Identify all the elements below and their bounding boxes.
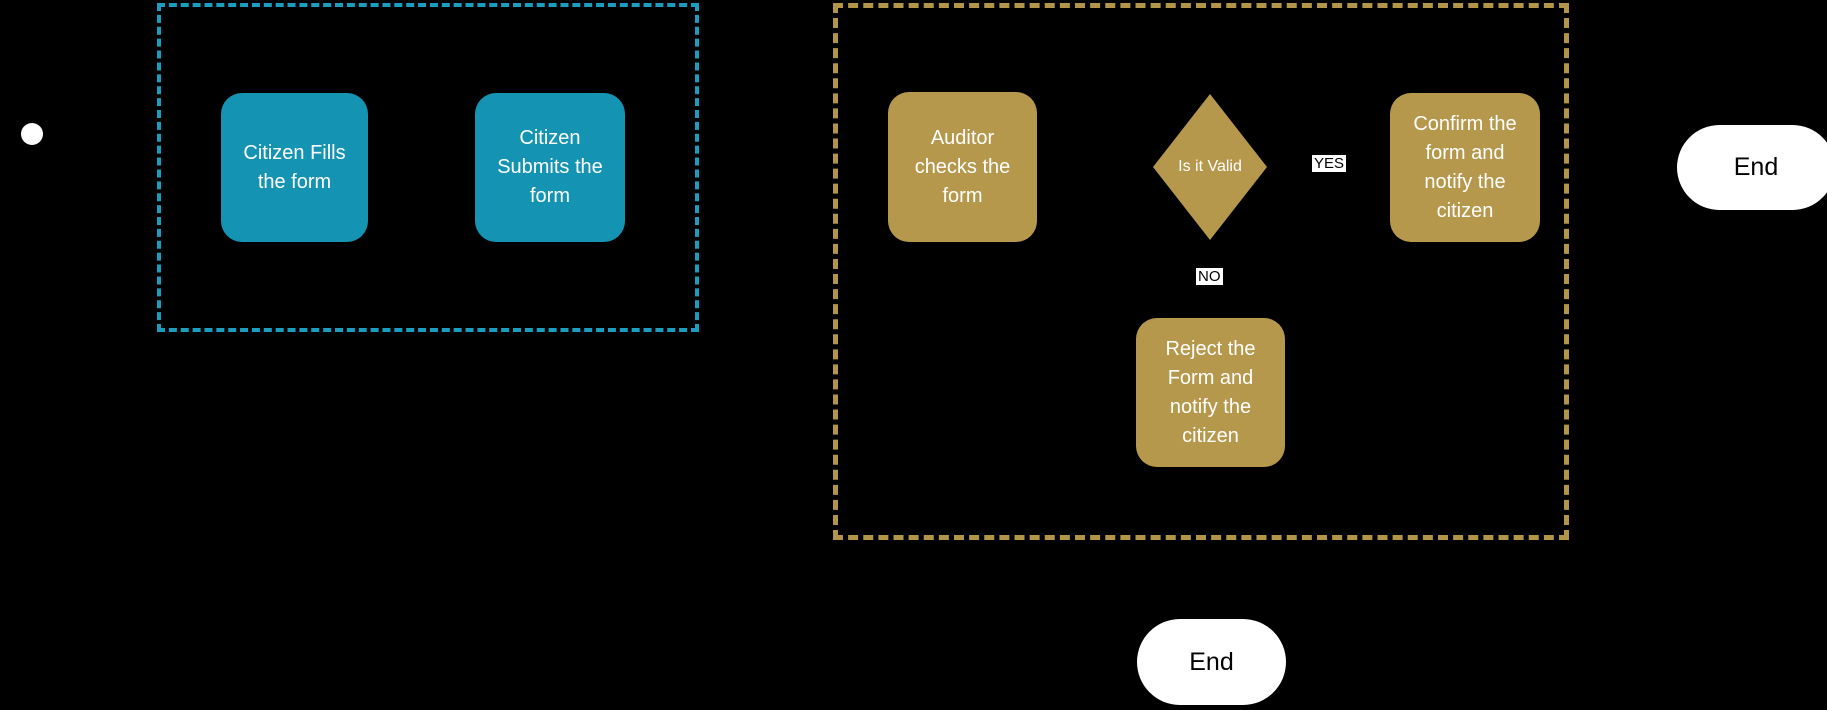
node-auditor-checks: Auditor checks the form [888, 92, 1037, 242]
end-node-bottom: End [1137, 619, 1286, 705]
node-citizen-submits: Citizen Submits the form [475, 93, 625, 242]
start-event-node [21, 123, 43, 145]
edge-label-yes: YES [1312, 155, 1347, 172]
citizen-lane [157, 3, 699, 332]
decision-label: Is it Valid [1178, 158, 1242, 175]
auditor-lane [833, 3, 1569, 540]
node-confirm-form: Confirm the form and notify the citizen [1390, 93, 1540, 242]
node-citizen-fills: Citizen Fills the form [221, 93, 368, 242]
edge-label-no: NO [1196, 268, 1223, 285]
end-node-right: End [1677, 125, 1827, 210]
node-reject-form: Reject the Form and notify the citizen [1136, 318, 1285, 467]
